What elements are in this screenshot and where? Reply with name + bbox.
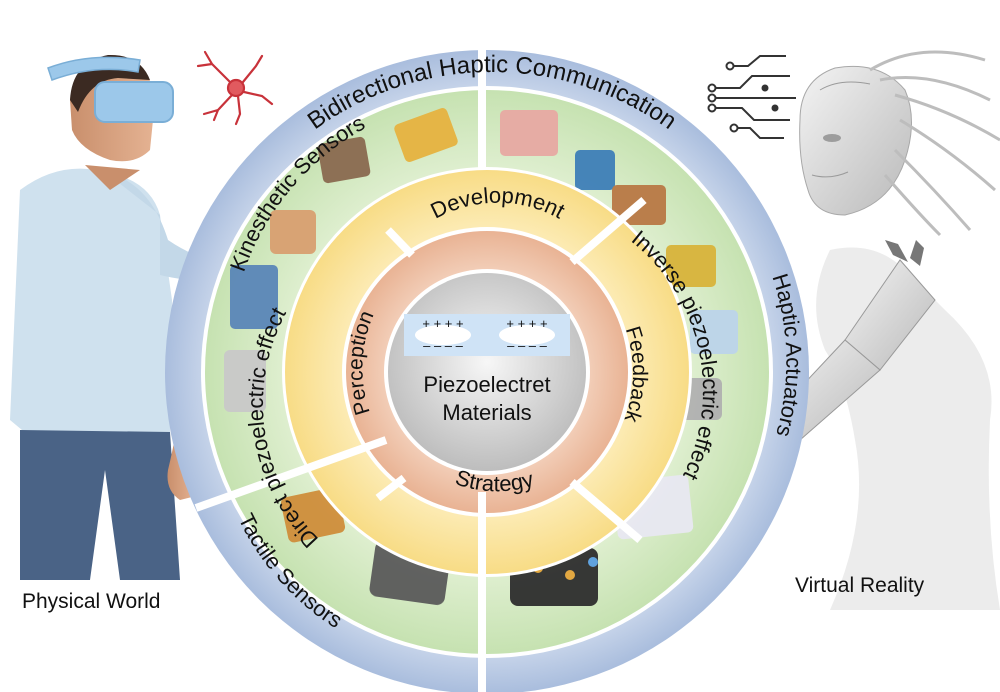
virtual-reality-label: Virtual Reality [795, 574, 925, 597]
charges-bottom-right: – – – – [507, 338, 548, 353]
center-line-1: Piezoelectret [423, 372, 550, 397]
electret-film: + + + + – – – – + + + + – – – – [404, 314, 570, 356]
robot-cables [869, 50, 1000, 237]
charges-bottom-left: – – – – [423, 338, 464, 353]
neuron-icon [196, 50, 274, 126]
charges-top-left: + + + + [422, 316, 463, 331]
ring-dividers [194, 50, 647, 692]
circuit-icon [707, 55, 796, 139]
device-thumbnails [224, 108, 738, 606]
charges-top-right: + + + + [506, 316, 547, 331]
center-line-2: Materials [442, 400, 531, 425]
android-head [799, 50, 1000, 237]
physical-world-label: Physical World [22, 590, 161, 613]
